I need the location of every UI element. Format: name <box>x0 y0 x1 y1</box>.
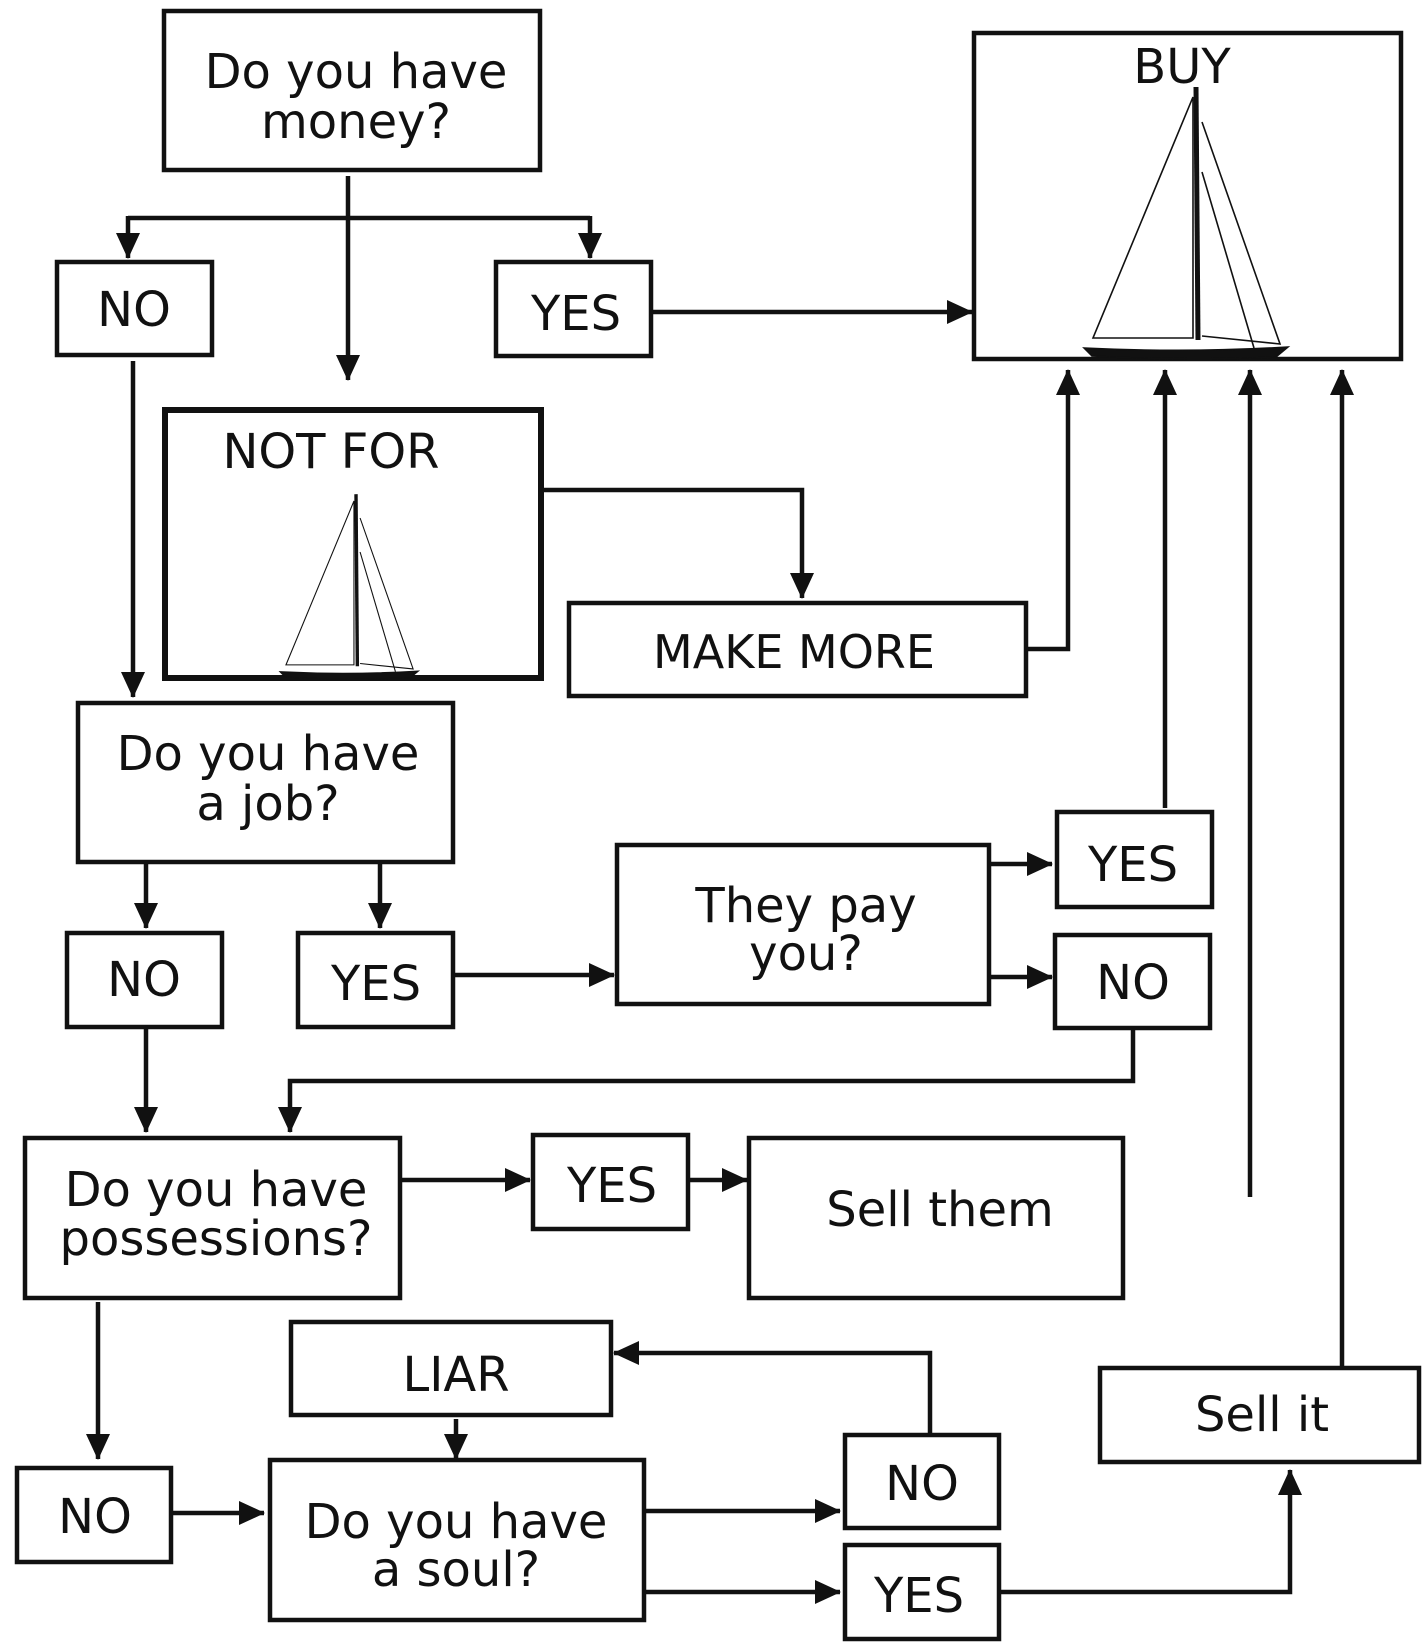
soul-question-box: Do you have a soul? <box>267 1457 647 1623</box>
pay-yes-box: YES <box>1054 809 1215 910</box>
soul-no-label: NO <box>885 1456 959 1512</box>
job-yes-box: YES <box>295 930 456 1030</box>
not-for-box: NOT FOR <box>162 407 544 681</box>
money-question-line-2: money? <box>261 94 451 150</box>
make-more-box: MAKE MORE <box>566 600 1029 699</box>
money-question-line-1: Do you have <box>205 44 508 100</box>
soul-question-line-1: Do you have <box>305 1494 608 1550</box>
soul-no-box: NO <box>842 1432 1002 1531</box>
sell-it-box: Sell it <box>1097 1365 1422 1465</box>
possessions-question-box: Do you have possessions? <box>22 1135 403 1301</box>
possessions-question-line-2: possessions? <box>59 1211 372 1267</box>
possessions-no-box: NO <box>14 1465 174 1565</box>
sell-it-label: Sell it <box>1195 1387 1329 1443</box>
possessions-yes-box: YES <box>530 1132 691 1232</box>
possessions-yes-label: YES <box>566 1158 657 1214</box>
soul-yes-label: YES <box>873 1568 964 1624</box>
pay-question-line-1: They pay <box>694 878 916 934</box>
sell-them-label: Sell them <box>826 1182 1053 1238</box>
job-question-line-1: Do you have <box>117 726 420 782</box>
pay-no-label: NO <box>1096 955 1170 1011</box>
sell-them-box: Sell them <box>746 1135 1126 1301</box>
soul-yes-box: YES <box>842 1542 1002 1642</box>
buy-label: BUY <box>1133 39 1231 95</box>
job-no-label: NO <box>107 952 181 1008</box>
money-no-box: NO <box>54 259 215 358</box>
make-more-label: MAKE MORE <box>653 625 935 679</box>
pay-yes-label: YES <box>1087 837 1178 893</box>
liar-label: LIAR <box>402 1347 509 1403</box>
pay-question-line-2: you? <box>749 926 863 982</box>
money-question-box: Do you have money? <box>161 8 543 173</box>
money-no-label: NO <box>97 282 171 338</box>
possessions-no-label: NO <box>58 1489 132 1545</box>
possessions-question-line-1: Do you have <box>65 1162 368 1218</box>
pay-question-box: They pay you? <box>614 842 992 1007</box>
job-no-box: NO <box>64 930 225 1030</box>
money-yes-label: YES <box>530 286 621 342</box>
liar-box: LIAR <box>288 1319 614 1418</box>
soul-question-line-2: a soul? <box>372 1542 540 1598</box>
job-question-line-2: a job? <box>196 776 339 832</box>
buy-box: BUY <box>971 30 1404 359</box>
job-yes-label: YES <box>330 956 421 1012</box>
money-yes-box: YES <box>493 259 654 359</box>
job-question-box: Do you have a job? <box>75 700 456 865</box>
pay-no-box: NO <box>1052 932 1213 1031</box>
connectors <box>86 176 1354 1604</box>
not-for-label: NOT FOR <box>222 424 439 480</box>
